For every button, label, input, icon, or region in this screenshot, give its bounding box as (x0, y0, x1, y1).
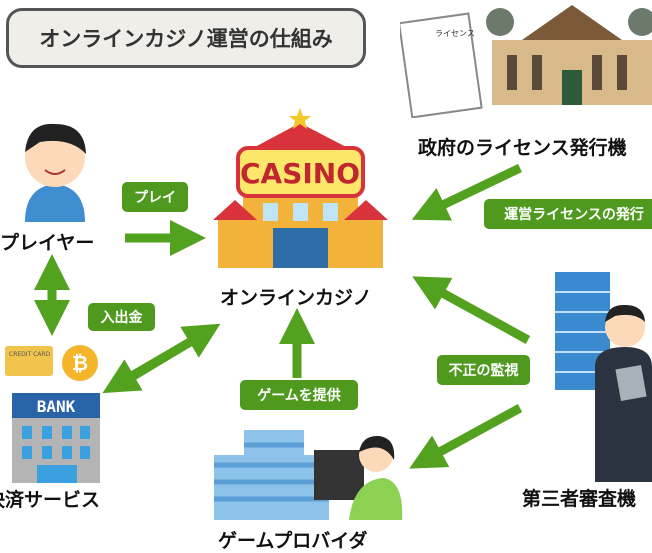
casino-label: オンラインカジノ (220, 287, 372, 309)
badge-play: プレイ (122, 182, 188, 212)
arrow-auditor-to-casino (412, 276, 531, 344)
government-building-illustration (486, 5, 652, 105)
provider-illustration (214, 430, 403, 520)
document-title: ライセンス (435, 29, 475, 38)
casino-sign: CASINO (240, 157, 360, 190)
player-illustration (25, 123, 86, 222)
badge-license: 運営ライセンスの発行 (484, 199, 652, 229)
svg-text:CREDIT CARD: CREDIT CARD (9, 351, 51, 358)
badge-deposit: 入出金 (88, 303, 155, 331)
bank-illustration: BANK (12, 393, 100, 483)
player-label: プレイヤー (0, 232, 95, 254)
arrow-gov-to-casino (411, 163, 522, 221)
auditor-illustration (555, 272, 652, 482)
svg-text:BANK: BANK (37, 397, 76, 416)
license-document-illustration: ライセンス (400, 12, 483, 118)
svg-text:₿: ₿ (72, 351, 88, 375)
arrows-layer (34, 163, 531, 469)
government-label: 政府のライセンス発行機 (418, 137, 627, 159)
arrow-casino-to-bank (102, 338, 193, 394)
badge-monitor: 不正の監視 (437, 355, 530, 385)
credit-card-icon: CREDIT CARD (5, 346, 53, 376)
badge-provide: ゲームを提供 (240, 380, 358, 410)
payment-label: 決済サービス (0, 489, 101, 511)
auditor-label: 第三者審査機 (522, 488, 637, 510)
provider-label: ゲームプロバイダ (218, 530, 368, 552)
diagram-title: オンラインカジノ運営の仕組み (6, 8, 366, 68)
casino-illustration: CASINO (213, 108, 388, 268)
arrow-auditor-to-provider (409, 404, 523, 469)
bitcoin-icon: ₿ (62, 345, 98, 381)
